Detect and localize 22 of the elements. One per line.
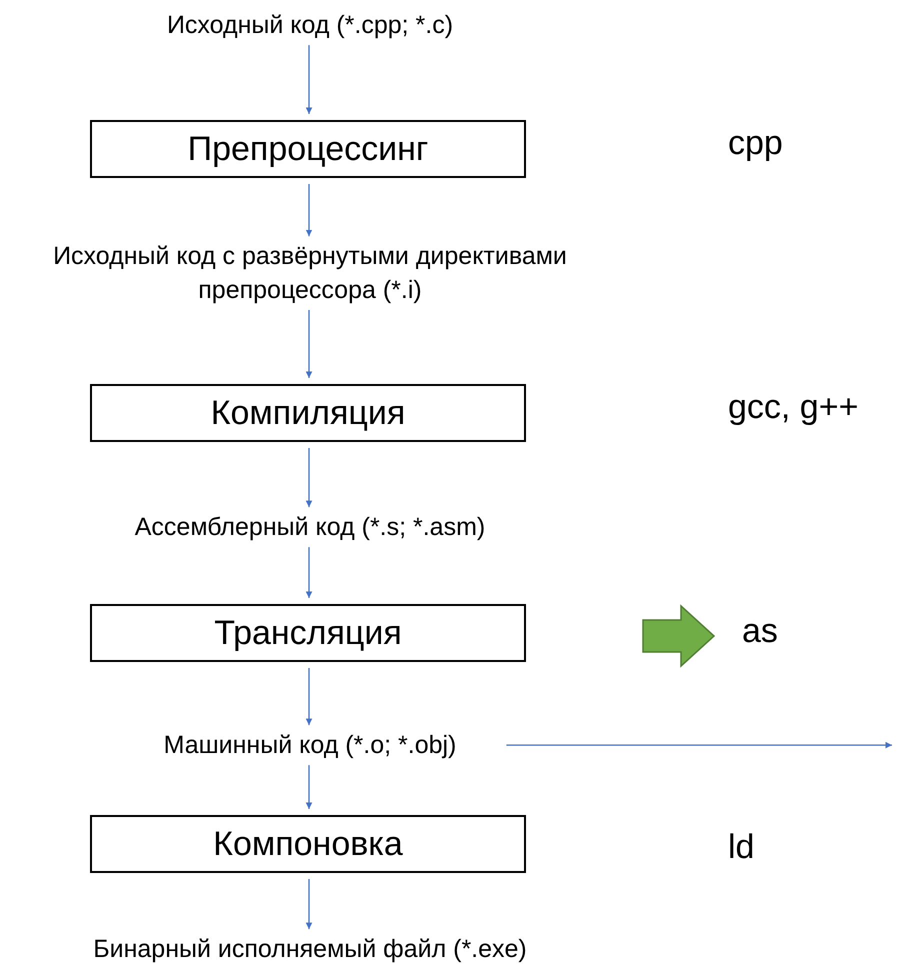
process-box: Компиляция xyxy=(90,384,526,442)
process-box: Трансляция xyxy=(90,604,526,662)
arrow xyxy=(306,184,312,236)
arrow xyxy=(306,668,312,726)
arrow xyxy=(306,765,312,809)
process-box: Компоновка xyxy=(90,815,526,873)
file-type-text: Исходный код (*.cpp; *.c) xyxy=(60,6,560,46)
tool-name: cpp xyxy=(728,124,783,163)
file-type-text: Машинный код (*.o; *.obj) xyxy=(60,726,560,766)
file-type-text: Исходный код с развёрнутыми директивами препроцессора (*.i) xyxy=(30,228,590,320)
arrow xyxy=(506,742,892,748)
file-type-text: Ассемблерный код (*.s; *.asm) xyxy=(40,508,580,548)
arrow xyxy=(306,879,312,930)
tool-name: as xyxy=(742,612,778,651)
arrow xyxy=(306,310,312,378)
arrow xyxy=(306,448,312,508)
tool-name: gcc, g++ xyxy=(728,388,858,427)
process-box: Препроцессинг xyxy=(90,120,526,178)
arrow xyxy=(306,547,312,598)
arrow xyxy=(306,45,312,114)
file-type-text: Бинарный исполняемый файл (*.exe) xyxy=(0,930,620,970)
tool-name: ld xyxy=(728,828,754,867)
